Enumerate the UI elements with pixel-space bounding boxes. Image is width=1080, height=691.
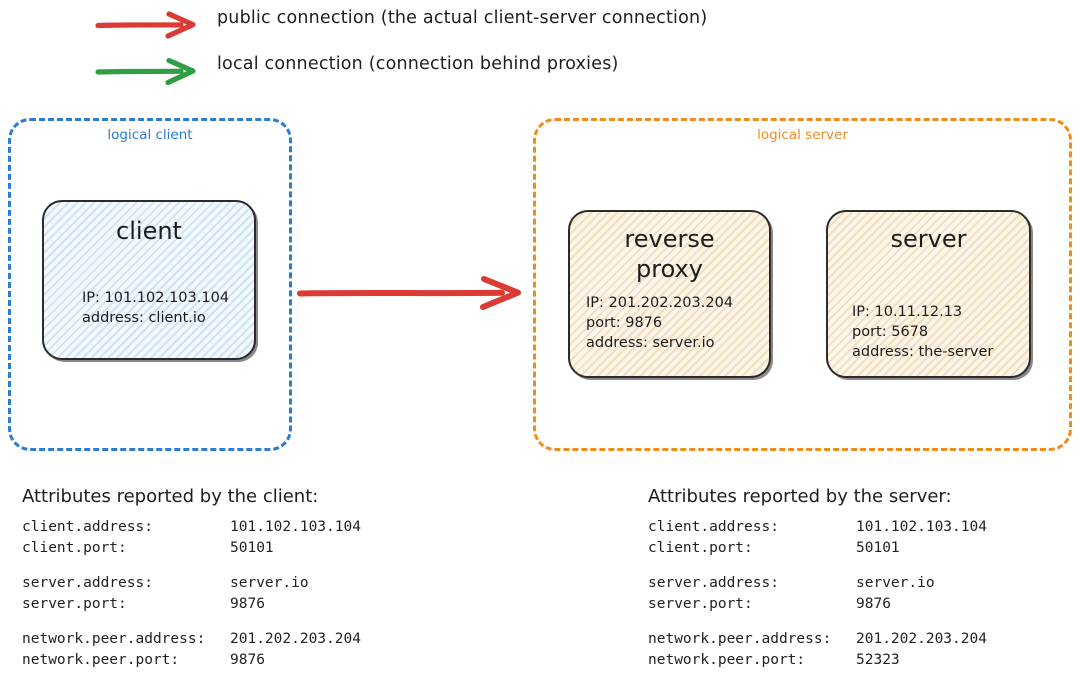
attribute-value: 101.102.103.104 xyxy=(856,519,987,535)
attribute-key: client.port: xyxy=(648,540,753,556)
attribute-value: 52323 xyxy=(856,652,900,668)
attributes-server-title: Attributes reported by the server: xyxy=(648,486,952,507)
attribute-value: 50101 xyxy=(856,540,900,556)
node-reverse-proxy[interactable]: reverse proxy IP: 201.202.203.204 port: … xyxy=(568,210,771,378)
attribute-group: client.address: 101.102.103.104 client.por… xyxy=(22,517,442,559)
attribute-value: server.io xyxy=(856,575,935,591)
attribute-key: network.peer.address: xyxy=(22,631,206,647)
node-reverse-proxy-title: reverse proxy xyxy=(624,225,715,283)
attribute-key: server.port: xyxy=(22,596,127,612)
attributes-panel-client: Attributes reported by the client: clien… xyxy=(22,486,442,685)
logical-server-container: logical server xyxy=(533,118,1072,451)
red-arrow-icon xyxy=(95,10,200,44)
public-connection-arrow-icon xyxy=(296,272,528,320)
attribute-key: client.address: xyxy=(648,519,779,535)
logical-client-container: logical client xyxy=(8,118,292,451)
attribute-row: client.port: 50101 xyxy=(22,538,442,559)
attribute-row: network.peer.address: 201.202.203.204 xyxy=(22,629,442,650)
logical-server-label: logical server xyxy=(757,127,848,143)
legend-label-local-connection: local connection (connection behind prox… xyxy=(217,54,619,74)
attributes-panel-server: Attributes reported by the server: clien… xyxy=(648,486,1068,685)
legend-label-public-connection: public connection (the actual client-ser… xyxy=(217,8,708,28)
legend-item-public-connection: public connection (the actual client-ser… xyxy=(95,8,795,44)
attribute-group: client.address: 101.102.103.104 client.por… xyxy=(648,517,1068,559)
attribute-value: 101.102.103.104 xyxy=(230,519,361,535)
logical-client-label: logical client xyxy=(107,127,193,143)
attribute-value: 9876 xyxy=(856,596,891,612)
attribute-row: server.port: 9876 xyxy=(22,594,442,615)
attribute-key: server.port: xyxy=(648,596,753,612)
attribute-row: client.port: 50101 xyxy=(648,538,1068,559)
attribute-key: client.address: xyxy=(22,519,153,535)
attribute-value: 9876 xyxy=(230,596,265,612)
node-server[interactable]: server IP: 10.11.12.13 port: 5678 addres… xyxy=(826,210,1031,378)
attribute-key: server.address: xyxy=(648,575,779,591)
attributes-client-title: Attributes reported by the client: xyxy=(22,486,319,507)
attribute-value: 50101 xyxy=(230,540,274,556)
legend-item-local-connection: local connection (connection behind prox… xyxy=(95,54,795,90)
node-reverse-proxy-details: IP: 201.202.203.204 port: 9876 address: … xyxy=(586,295,734,351)
attribute-row: network.peer.port: 52323 xyxy=(648,650,1068,671)
attribute-value: 201.202.203.204 xyxy=(230,631,361,647)
attribute-group: server.address: server.io server.port: 9876 xyxy=(648,573,1068,615)
attribute-row: network.peer.address: 201.202.203.204 xyxy=(648,629,1068,650)
node-client-details: IP: 101.102.103.104 address: client.io xyxy=(82,290,230,326)
attribute-value: 201.202.203.204 xyxy=(856,631,987,647)
node-client-title: client xyxy=(116,217,182,245)
attribute-row: client.address: 101.102.103.104 xyxy=(22,517,442,538)
attribute-key: network.peer.port: xyxy=(22,652,180,668)
attribute-row: client.address: 101.102.103.104 xyxy=(648,517,1068,538)
attribute-row: server.address: server.io xyxy=(22,573,442,594)
attribute-row: network.peer.port: 9876 xyxy=(22,650,442,671)
attribute-row: server.port: 9876 xyxy=(648,594,1068,615)
attribute-key: client.port: xyxy=(22,540,127,556)
node-client[interactable]: client IP: 101.102.103.104 address: clie… xyxy=(42,200,256,360)
attribute-value: server.io xyxy=(230,575,309,591)
attribute-key: server.address: xyxy=(22,575,153,591)
attributes-client-groups: client.address: 101.102.103.104 client.por… xyxy=(22,517,442,671)
attribute-value: 9876 xyxy=(230,652,265,668)
attribute-group: server.address: server.io server.port: 9876 xyxy=(22,573,442,615)
attribute-key: network.peer.port: xyxy=(648,652,806,668)
attributes-server-groups: client.address: 101.102.103.104 client.por… xyxy=(648,517,1068,671)
green-arrow-icon xyxy=(95,56,200,90)
attribute-row: server.address: server.io xyxy=(648,573,1068,594)
node-server-title: server xyxy=(890,225,967,253)
attribute-key: network.peer.address: xyxy=(648,631,832,647)
node-server-details: IP: 10.11.12.13 port: 5678 address: the-… xyxy=(852,304,994,360)
